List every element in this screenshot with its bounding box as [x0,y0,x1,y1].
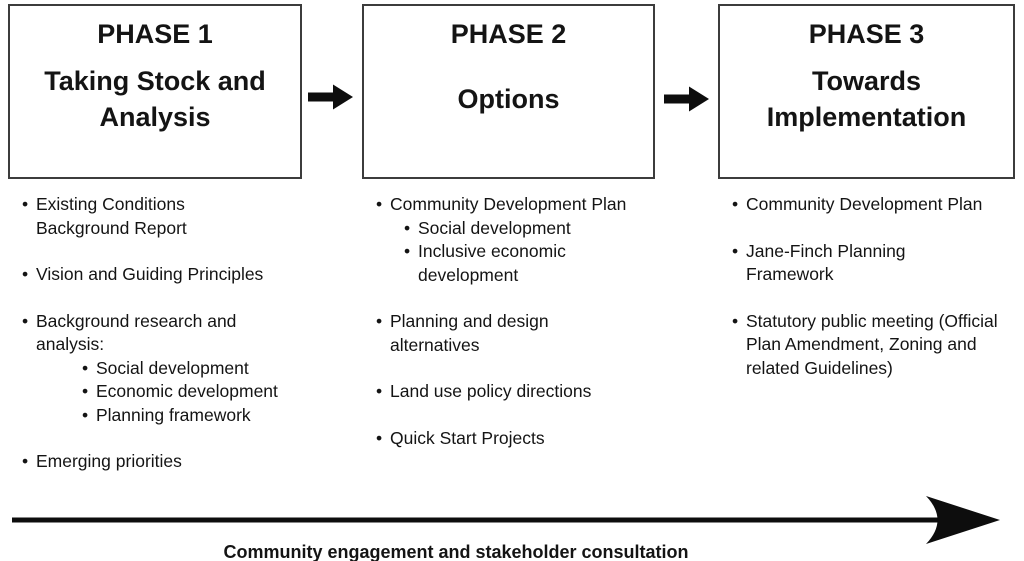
list-item-text: Community Development Plan [746,194,983,214]
list-item: Background research and analysis: Social… [22,310,302,428]
phase-2-box: PHASE 2 Options [362,4,655,179]
list-item: Jane-Finch Planning Framework [732,240,1015,287]
phase-3-subtitle: Towards Implementation [766,66,967,132]
list-item: Quick Start Projects [376,427,655,451]
long-right-arrow-icon [12,496,1000,544]
list-item-text: Background research and analysis: [36,310,237,355]
phase-2-title: PHASE 2 [450,19,567,49]
sub-list: Social development Inclusive economic de… [404,217,655,288]
list-item: Community Development Plan Social develo… [376,193,655,287]
list-item-text: Jane-Finch Planning Framework [746,240,906,285]
sub-list-item-text: Economic development [96,381,278,401]
sub-list-item: Social development [404,217,655,241]
phase-1-column: PHASE 1 Taking Stock and Analysis Existi… [8,4,302,497]
sub-list-item-text: Inclusive economic development [418,241,566,285]
phase-3-box: PHASE 3 Towards Implementation [718,4,1015,179]
sub-list: Social development Economic development … [82,357,302,428]
list-item-text: Statutory public meeting (Official Plan … [746,310,998,378]
list-item-text: Community Development Plan [390,194,627,214]
list-item: Vision and Guiding Principles [22,263,302,287]
list-item: Existing Conditions Background Report [22,193,302,240]
right-arrow-icon [308,84,353,110]
list-item-text: Vision and Guiding Principles [36,264,264,284]
phase-1-list: Existing Conditions Background Report Vi… [8,193,302,474]
phase-2-list: Community Development Plan Social develo… [362,193,655,450]
timeline-label: Community engagement and stakeholder con… [223,542,689,561]
phase-2-subtitle: Options [457,84,560,114]
sub-list-item: Planning framework [82,404,302,428]
list-item: Planning and design alternatives [376,310,655,357]
list-item: Land use policy directions [376,380,655,404]
right-arrow-icon [664,86,709,112]
list-item-text: Quick Start Projects [390,427,545,448]
sub-list-item-text: Planning framework [96,404,251,425]
phase-3-list: Community Development Plan Jane-Finch Pl… [718,193,1015,380]
sub-list-item: Social development [82,357,302,381]
phase-2-column: PHASE 2 Options Community Development Pl… [362,4,655,473]
phase-1-title: PHASE 1 [97,19,213,49]
list-item: Emerging priorities [22,450,302,474]
list-item: Statutory public meeting (Official Plan … [732,310,1015,381]
list-item-text: Existing Conditions Background Report [36,194,187,238]
phase-1-box: PHASE 1 Taking Stock and Analysis [8,4,302,179]
sub-list-item-text: Social development [96,357,249,378]
phase-3-column: PHASE 3 Towards Implementation Community… [718,4,1015,403]
phase-1-subtitle: Taking Stock and Analysis [44,66,266,132]
list-item: Community Development Plan [732,193,1015,217]
sub-list-item: Economic development [82,380,302,404]
list-item-text: Planning and design alternatives [390,311,549,355]
phase-3-title: PHASE 3 [808,19,925,49]
sub-list-item-text: Social development [418,217,571,238]
list-item-text: Land use policy directions [390,381,592,401]
list-item-text: Emerging priorities [36,451,182,471]
sub-list-item: Inclusive economic development [404,240,655,287]
